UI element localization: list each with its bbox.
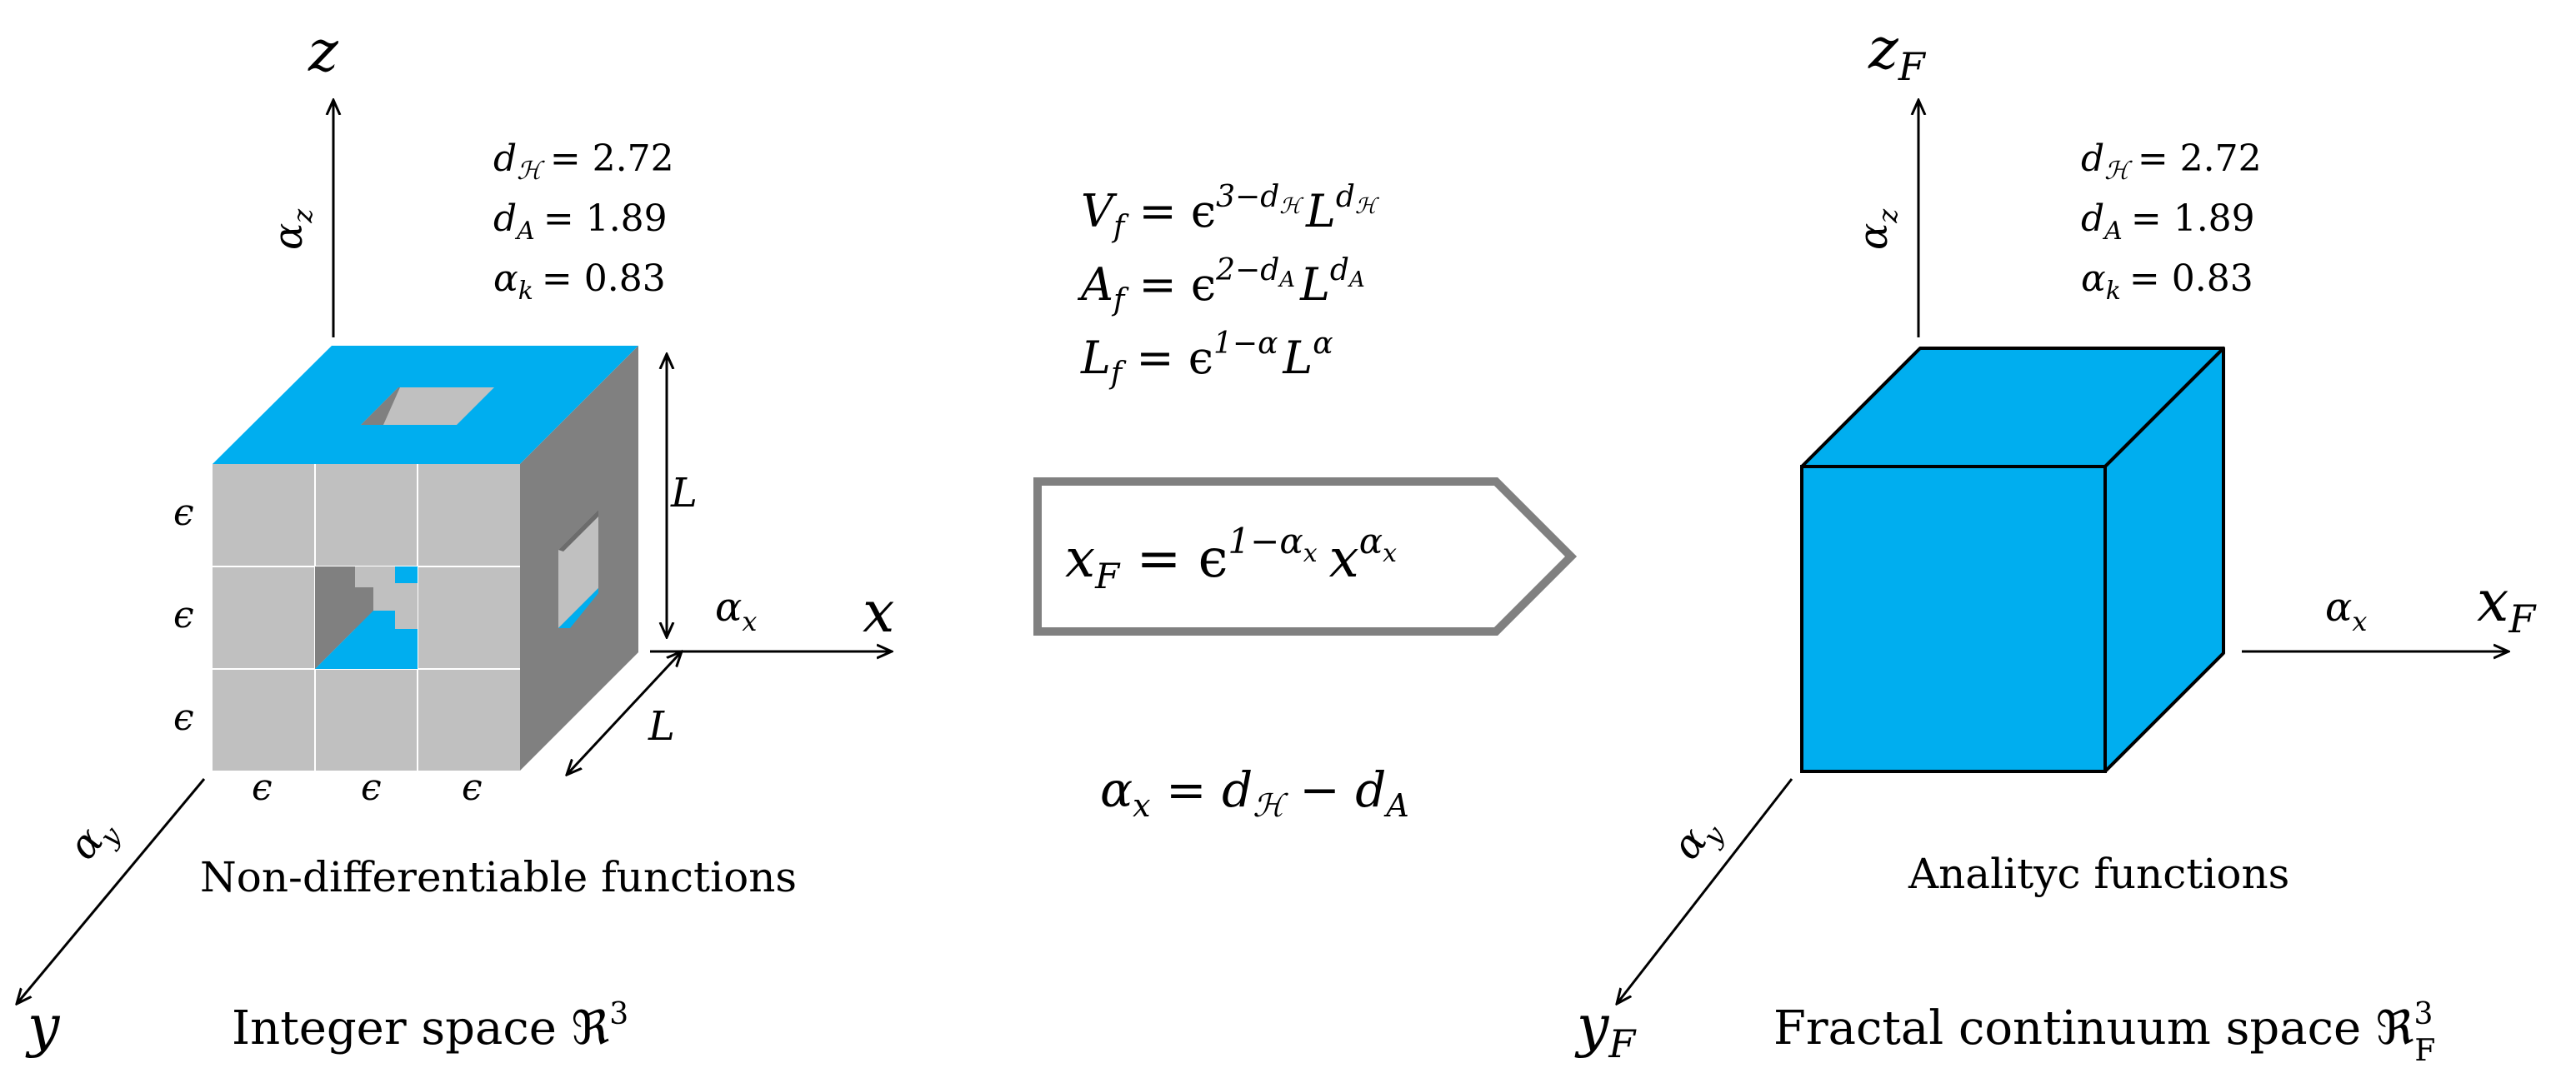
- svg-text:αy: αy: [1663, 806, 1731, 872]
- left-cube-right-hole: [558, 510, 598, 628]
- right-x-label: xF: [2477, 569, 2537, 641]
- svg-text:dℋ= 2.72: dℋ= 2.72: [2081, 137, 2262, 186]
- left-cube-right-hole-blue: [558, 588, 598, 628]
- right-z-label: zF: [1868, 17, 1927, 89]
- svg-text:ϵ: ϵ: [173, 594, 194, 636]
- svg-text:αz: αz: [1850, 208, 1903, 250]
- svg-text:ϵ: ϵ: [173, 696, 194, 739]
- mapping-arrow-box: [1033, 477, 1578, 636]
- left-params: dℋ= 2.72 dA= 1.89 αk= 0.83: [493, 137, 674, 306]
- right-alpha-y-label: αy: [1663, 806, 1731, 872]
- left-cube-top-hole-shadow: [361, 387, 400, 425]
- left-L-diagonal-label: L: [648, 703, 675, 750]
- svg-text:αk= 0.83: αk= 0.83: [493, 257, 666, 306]
- left-x-label: x: [863, 580, 894, 646]
- left-alpha-y-label: αy: [59, 806, 128, 873]
- right-y-axis: [1617, 778, 1793, 1004]
- svg-text:dA= 1.89: dA= 1.89: [2081, 197, 2255, 246]
- left-z-label: z: [308, 19, 339, 85]
- right-alpha-x-label: αx: [2325, 584, 2367, 637]
- left-y-axis: [17, 778, 206, 1004]
- right-panel: zF xF yF αz αx αy dℋ= 2.72 dA= 1.89 αk= …: [1574, 17, 2537, 1068]
- left-cube-front-hole: [315, 566, 418, 669]
- right-params: dℋ= 2.72 dA= 1.89 αk= 0.83: [2081, 137, 2262, 306]
- left-cube-right-hole-shade: [558, 510, 598, 551]
- svg-text:ϵ: ϵ: [462, 766, 483, 809]
- svg-text:αy: αy: [59, 806, 128, 873]
- right-cube-front-face: [1800, 465, 2107, 773]
- left-caption: Non-differentiable functions: [200, 853, 797, 901]
- svg-text:ϵ: ϵ: [173, 492, 194, 534]
- svg-text:ϵ: ϵ: [361, 766, 382, 809]
- svg-text:αz: αz: [265, 208, 318, 250]
- left-y-label: y: [25, 994, 61, 1060]
- left-alpha-x-label: αx: [715, 584, 757, 637]
- right-caption: Analityc functions: [1908, 850, 2289, 898]
- svg-text:dA= 1.89: dA= 1.89: [493, 197, 668, 246]
- left-dim-L-diagonal: [567, 651, 682, 775]
- svg-text:dℋ= 2.72: dℋ= 2.72: [493, 137, 674, 186]
- svg-text:αk= 0.83: αk= 0.83: [2081, 257, 2253, 306]
- left-L-vertical-label: L: [670, 470, 698, 517]
- left-panel: z x y αz αx αy dℋ= 2.72 dA= 1.89 αk= 0.8…: [17, 19, 894, 1060]
- right-alpha-z-label: αz: [1850, 208, 1903, 250]
- left-space-label: Integer space ℜ3: [232, 997, 628, 1056]
- bottom-formula: αx = dℋ − dA: [1100, 761, 1409, 824]
- right-y-label: yF: [1574, 994, 1637, 1066]
- left-epsilon-labels: ϵ ϵ ϵ ϵ ϵ ϵ: [173, 492, 483, 809]
- left-alpha-z-label: αz: [265, 208, 318, 250]
- svg-text:ϵ: ϵ: [252, 766, 273, 809]
